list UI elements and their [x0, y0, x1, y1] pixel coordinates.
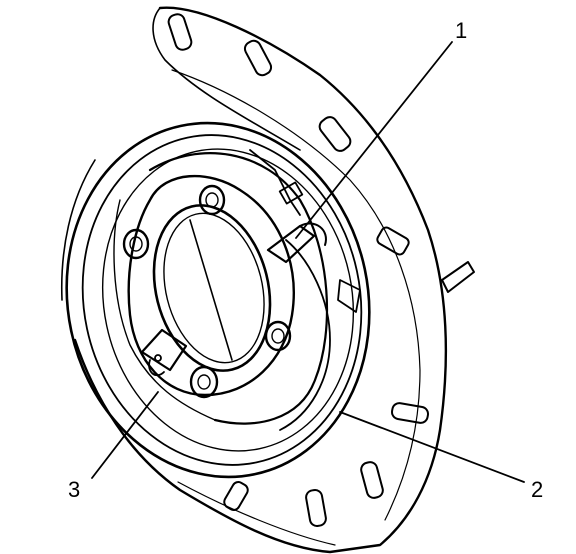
brake-shoe-inner: [113, 152, 331, 431]
leader-line-1: [295, 41, 453, 239]
leader-lines: [91, 41, 525, 483]
adjuster-actuator: [249, 149, 361, 313]
brake-shoe-outer: [60, 121, 371, 479]
hub-flange: [122, 174, 295, 399]
backing-plate: [73, 6, 475, 554]
callout-label-2: 2: [531, 477, 543, 502]
lug-holes: [122, 184, 292, 399]
leader-line-2: [339, 411, 525, 483]
anchor-clip: [140, 328, 188, 377]
leader-line-3: [91, 391, 159, 479]
backing-plate-slots: [167, 13, 430, 528]
callout-label-1: 1: [455, 18, 467, 43]
callout-label-3: 3: [68, 477, 80, 502]
